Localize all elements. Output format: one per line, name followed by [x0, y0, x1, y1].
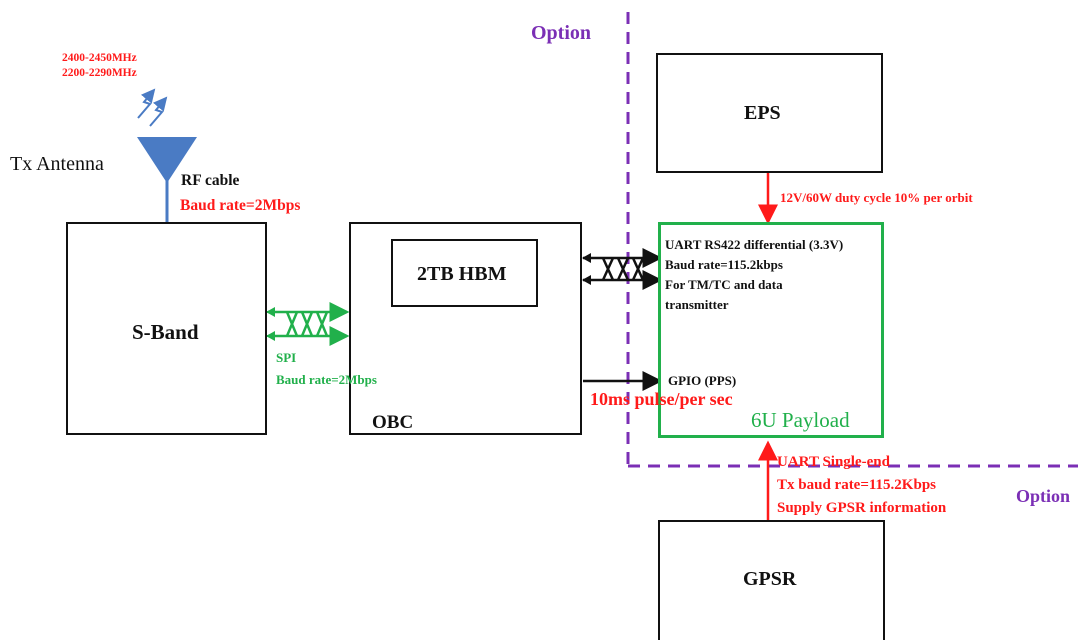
- antenna-icon: [137, 137, 197, 183]
- hbm-block: 2TB HBM: [391, 239, 538, 307]
- gpio-label: GPIO (PPS): [668, 373, 737, 388]
- payload-label: 6U Payload: [751, 408, 850, 432]
- gpio-pulse-label: 10ms pulse/per sec: [590, 389, 733, 409]
- uart-line-1: UART RS422 differential (3.3V): [665, 237, 844, 252]
- eps-label: EPS: [744, 102, 781, 124]
- radiation-arrow-icon: [137, 88, 156, 119]
- gpsr-label: GPSR: [743, 568, 797, 590]
- antenna-frequencies: 2400-2450MHz 2200-2290MHz: [62, 51, 137, 81]
- radiation-arrow-icon: [149, 96, 168, 127]
- obc-label: OBC: [372, 412, 414, 433]
- freq-line-2: 2200-2290MHz: [62, 67, 137, 79]
- obc-block: 2TB HBM OBC: [349, 222, 582, 435]
- sband-block: S-Band: [66, 222, 267, 435]
- uart-payload-text: UART RS422 differential (3.3V) Baud rate…: [665, 235, 843, 315]
- uart-xxx-icon: [601, 257, 645, 281]
- spi-baud-label: Baud rate=2Mbps: [276, 372, 377, 387]
- hbm-label: 2TB HBM: [417, 263, 507, 285]
- spi-label: SPI: [276, 350, 297, 365]
- gpsr-link-text: UART Single-end Tx baud rate=115.2Kbps S…: [777, 451, 946, 520]
- gpsr-line-2: Tx baud rate=115.2Kbps: [777, 477, 937, 493]
- uart-line-2: Baud rate=115.2kbps: [665, 257, 783, 272]
- eps-block: EPS: [656, 53, 883, 173]
- antenna-label: Tx Antenna: [10, 153, 104, 175]
- option-label-right: Option: [1016, 486, 1071, 506]
- uart-line-3: For TM/TC and data: [665, 277, 783, 292]
- rf-cable-label: RF cable: [181, 172, 240, 189]
- sband-label: S-Band: [132, 320, 199, 344]
- payload-block: 6U Payload: [658, 222, 884, 438]
- uart-line-4: transmitter: [665, 297, 729, 312]
- gpsr-block: GPSR: [658, 520, 885, 640]
- spi-xxx-icon: [285, 311, 329, 337]
- eps-power-label: 12V/60W duty cycle 10% per orbit: [780, 190, 973, 205]
- rf-baud-label: Baud rate=2Mbps: [180, 197, 301, 214]
- freq-line-1: 2400-2450MHz: [62, 52, 137, 64]
- gpsr-line-1: UART Single-end: [777, 454, 890, 470]
- gpsr-line-3: Supply GPSR information: [777, 500, 947, 516]
- option-label-top: Option: [531, 22, 592, 44]
